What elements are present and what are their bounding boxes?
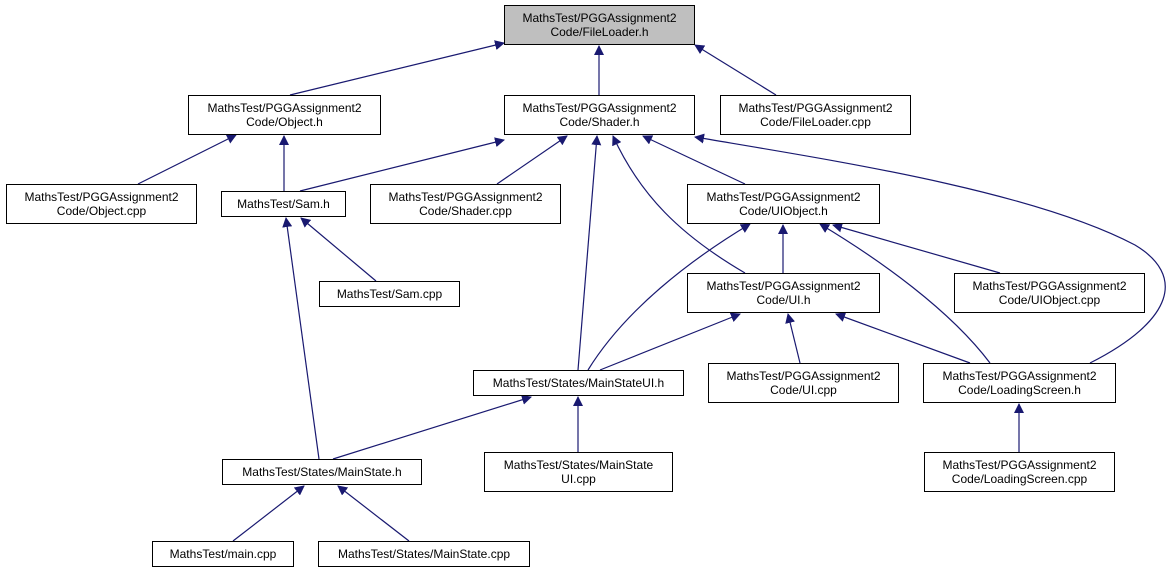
node-fileloader-h[interactable]: MathsTest/PGGAssignment2 Code/FileLoader…: [504, 5, 695, 45]
node-label-line: MathsTest/PGGAssignment2: [738, 101, 893, 115]
node-mainstateui-h[interactable]: MathsTest/States/MainStateUI.h: [473, 370, 684, 396]
node-label-line: MathsTest/PGGAssignment2: [706, 279, 861, 293]
edge-loadingscreen-h-to-ui-h: [835, 312, 971, 364]
edge-object-h-to-fileloader-h: [289, 40, 505, 96]
node-label-line: MathsTest/PGGAssignment2: [24, 190, 179, 204]
edge-sam-cpp-to-sam-h: [300, 217, 377, 282]
node-uiobject-h[interactable]: MathsTest/PGGAssignment2 Code/UIObject.h: [687, 184, 880, 224]
node-label-line: MathsTest/PGGAssignment2: [522, 101, 677, 115]
node-label-line: Code/LoadingScreen.h: [958, 383, 1081, 397]
edge-loadingscreen-h-to-uiobject-h: [819, 223, 991, 364]
node-label-line: MathsTest/Sam.h: [237, 197, 330, 211]
node-label-line: MathsTest/States/MainState: [503, 458, 654, 472]
node-label-line: Code/Shader.cpp: [419, 204, 512, 218]
node-label-line: MathsTest/PGGAssignment2: [942, 458, 1097, 472]
edge-main-cpp-to-mainstate-h: [232, 485, 305, 542]
node-label-line: MathsTest/States/MainState.cpp: [337, 547, 511, 561]
node-shader-cpp[interactable]: MathsTest/PGGAssignment2 Code/Shader.cpp: [370, 184, 561, 224]
node-main-cpp[interactable]: MathsTest/main.cpp: [152, 541, 294, 567]
node-object-h[interactable]: MathsTest/PGGAssignment2 Code/Object.h: [188, 95, 381, 135]
node-mainstate-h[interactable]: MathsTest/States/MainState.h: [222, 459, 422, 485]
node-label-line: Code/FileLoader.cpp: [760, 115, 871, 129]
node-label-line: MathsTest/PGGAssignment2: [706, 190, 861, 204]
node-label-line: Code/Object.h: [246, 115, 323, 129]
node-ui-h[interactable]: MathsTest/PGGAssignment2 Code/UI.h: [687, 273, 880, 313]
node-label-line: Code/UIObject.cpp: [998, 293, 1101, 307]
node-loadingscreen-h[interactable]: MathsTest/PGGAssignment2 Code/LoadingScr…: [923, 363, 1116, 403]
node-label-line: MathsTest/PGGAssignment2: [388, 190, 543, 204]
edge-object-cpp-to-object-h: [137, 134, 237, 185]
node-mainstateui-cpp[interactable]: MathsTest/States/MainState UI.cpp: [484, 452, 673, 492]
edge-ui-cpp-to-ui-h: [785, 313, 801, 364]
node-label-line: MathsTest/PGGAssignment2: [942, 369, 1097, 383]
edge-uiobject-h-to-shader-h: [642, 135, 746, 185]
node-loadingscreen-cpp[interactable]: MathsTest/PGGAssignment2 Code/LoadingScr…: [924, 452, 1115, 492]
node-shader-h[interactable]: MathsTest/PGGAssignment2 Code/Shader.h: [504, 95, 695, 135]
edge-uiobject-cpp-to-uiobject-h: [832, 222, 1001, 274]
node-label-line: MathsTest/States/MainState.h: [242, 465, 402, 479]
node-label-line: MathsTest/main.cpp: [169, 547, 277, 561]
node-fileloader-cpp[interactable]: MathsTest/PGGAssignment2 Code/FileLoader…: [720, 95, 911, 135]
node-label-line: MathsTest/PGGAssignment2: [207, 101, 362, 115]
node-label-line: MathsTest/Sam.cpp: [336, 287, 443, 301]
node-ui-cpp[interactable]: MathsTest/PGGAssignment2 Code/UI.cpp: [708, 363, 899, 403]
node-uiobject-cpp[interactable]: MathsTest/PGGAssignment2 Code/UIObject.c…: [954, 273, 1145, 313]
node-label-line: MathsTest/PGGAssignment2: [522, 11, 677, 25]
node-label-line: MathsTest/PGGAssignment2: [972, 279, 1127, 293]
node-label-line: Code/Shader.h: [559, 115, 640, 129]
edge-mainstateui-h-to-uiobject-h: [587, 223, 751, 371]
node-label-line: Code/Object.cpp: [56, 204, 147, 218]
edge-ui-h-to-shader-h: [612, 135, 746, 274]
node-object-cpp[interactable]: MathsTest/PGGAssignment2 Code/Object.cpp: [6, 184, 197, 224]
edge-sam-h-to-shader-h: [299, 137, 505, 192]
node-label-line: Code/LoadingScreen.cpp: [951, 472, 1088, 486]
node-label-line: MathsTest/PGGAssignment2: [726, 369, 881, 383]
node-label-line: Code/UI.h: [756, 293, 811, 307]
edge-mainstate-cpp-to-mainstate-h: [337, 485, 410, 542]
node-label-line: Code/UI.cpp: [770, 383, 837, 397]
node-label-line: Code/FileLoader.h: [550, 25, 649, 39]
edge-shader-cpp-to-shader-h: [496, 135, 568, 185]
node-label-line: UI.cpp: [561, 472, 596, 486]
edge-mainstateui-h-to-shader-h: [577, 135, 602, 371]
edge-loadingscreen-h-to-shader-h: [694, 133, 1166, 364]
node-label-line: MathsTest/States/MainStateUI.h: [492, 376, 665, 390]
node-sam-h[interactable]: MathsTest/Sam.h: [221, 191, 346, 217]
node-sam-cpp[interactable]: MathsTest/Sam.cpp: [319, 281, 460, 307]
edge-mainstateui-h-to-ui-h: [599, 312, 741, 371]
edge-mainstate-h-to-mainstateui-h: [332, 394, 532, 460]
node-mainstate-cpp[interactable]: MathsTest/States/MainState.cpp: [318, 541, 530, 567]
node-label-line: Code/UIObject.h: [739, 204, 828, 218]
edge-fileloader-cpp-to-fileloader-h: [694, 44, 777, 96]
edge-mainstate-h-to-sam-h: [282, 217, 320, 460]
